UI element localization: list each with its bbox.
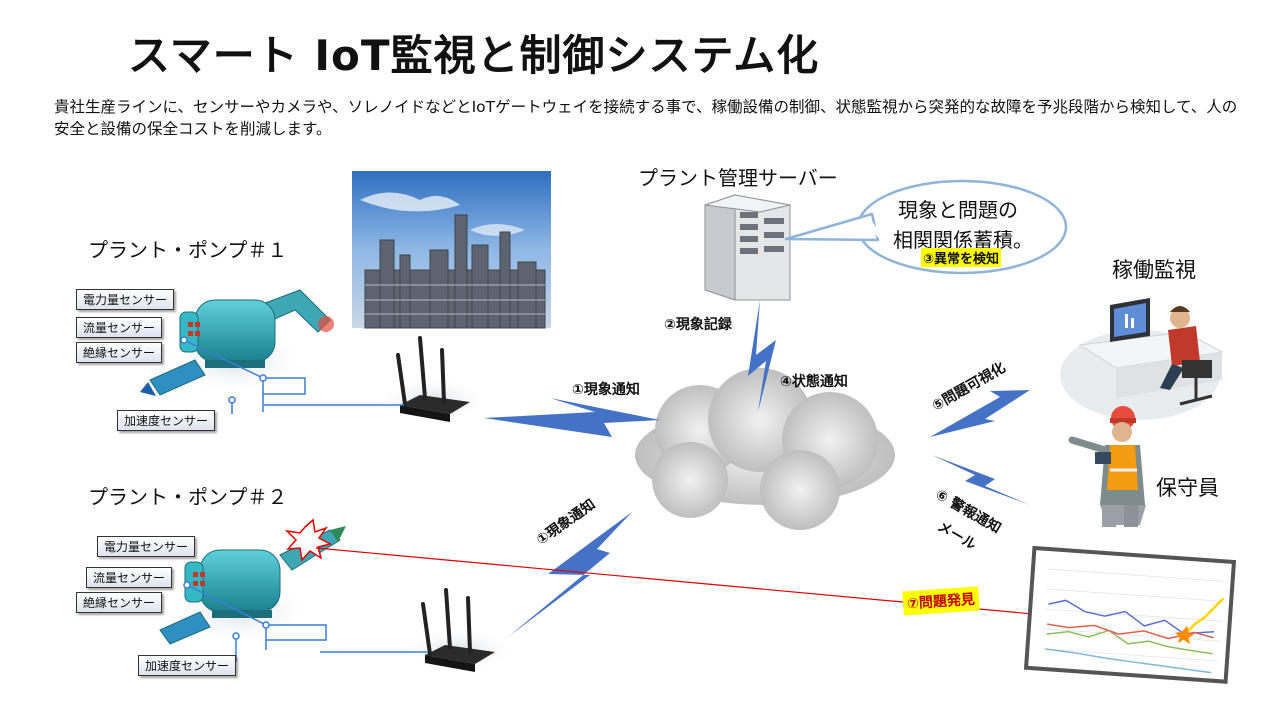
- pump-2-flow-sensor-label: 流量センサー: [86, 567, 173, 588]
- bolt-visualize: [930, 390, 1030, 437]
- speech-bubble: [784, 179, 1068, 275]
- pump-1-accel-sensor-label: 加速度センサー: [117, 410, 216, 431]
- gateway-router-1-icon: [374, 336, 490, 422]
- operation-monitor-label: 稼働監視: [1112, 258, 1196, 282]
- network-cloud-icon: [635, 368, 895, 530]
- anomaly-detected-label: ③異常を検知: [921, 248, 1002, 267]
- pump-1-insulation-sensor-label: 絶縁センサー: [76, 342, 163, 363]
- gateway-router-2-icon: [400, 588, 516, 672]
- page-title: スマート IoT監視と制御システム化: [128, 31, 820, 80]
- pump-1-flow-sensor-label: 流量センサー: [76, 317, 163, 338]
- pump-2-insulation-sensor-label: 絶縁センサー: [76, 592, 163, 613]
- bolt-server-cloud: [748, 300, 776, 412]
- server-rack-icon: [704, 194, 791, 301]
- bubble-text-line1: 現象と問題の: [898, 198, 1018, 222]
- bolt-alert: [932, 455, 1030, 505]
- pump-2-label: プラント・ポンプ＃２: [88, 485, 288, 509]
- wireless-links: [484, 300, 1030, 637]
- pump-1-label: プラント・ポンプ＃１: [88, 238, 288, 262]
- factory-photo: [352, 171, 551, 329]
- bolt-pump2-cloud: [508, 512, 632, 637]
- server-label: プラント管理サーバー: [638, 166, 838, 190]
- maintenance-staff-label: 保守員: [1156, 476, 1219, 500]
- trend-chart-image: [1023, 545, 1237, 684]
- intro-text: 貴社生産ラインに、センサーやカメラや、ソレノイドなどとIoTゲートウェイを接続す…: [54, 98, 1238, 138]
- maintenance-worker-icon: [1068, 406, 1146, 527]
- record-label: ②現象記録: [664, 317, 732, 333]
- bolt-pump1-cloud: [484, 398, 660, 437]
- status-label: ④状態通知: [780, 374, 848, 390]
- pump-1-power-sensor-label: 電力量センサー: [76, 289, 175, 310]
- pump-2-accel-sensor-label: 加速度センサー: [138, 655, 237, 676]
- pump-2-power-sensor-label: 電力量センサー: [97, 536, 196, 557]
- pump-2-icon: [159, 518, 346, 645]
- monitoring-operator-icon: [1060, 298, 1224, 420]
- notify-label-1: ①現象通知: [572, 382, 640, 398]
